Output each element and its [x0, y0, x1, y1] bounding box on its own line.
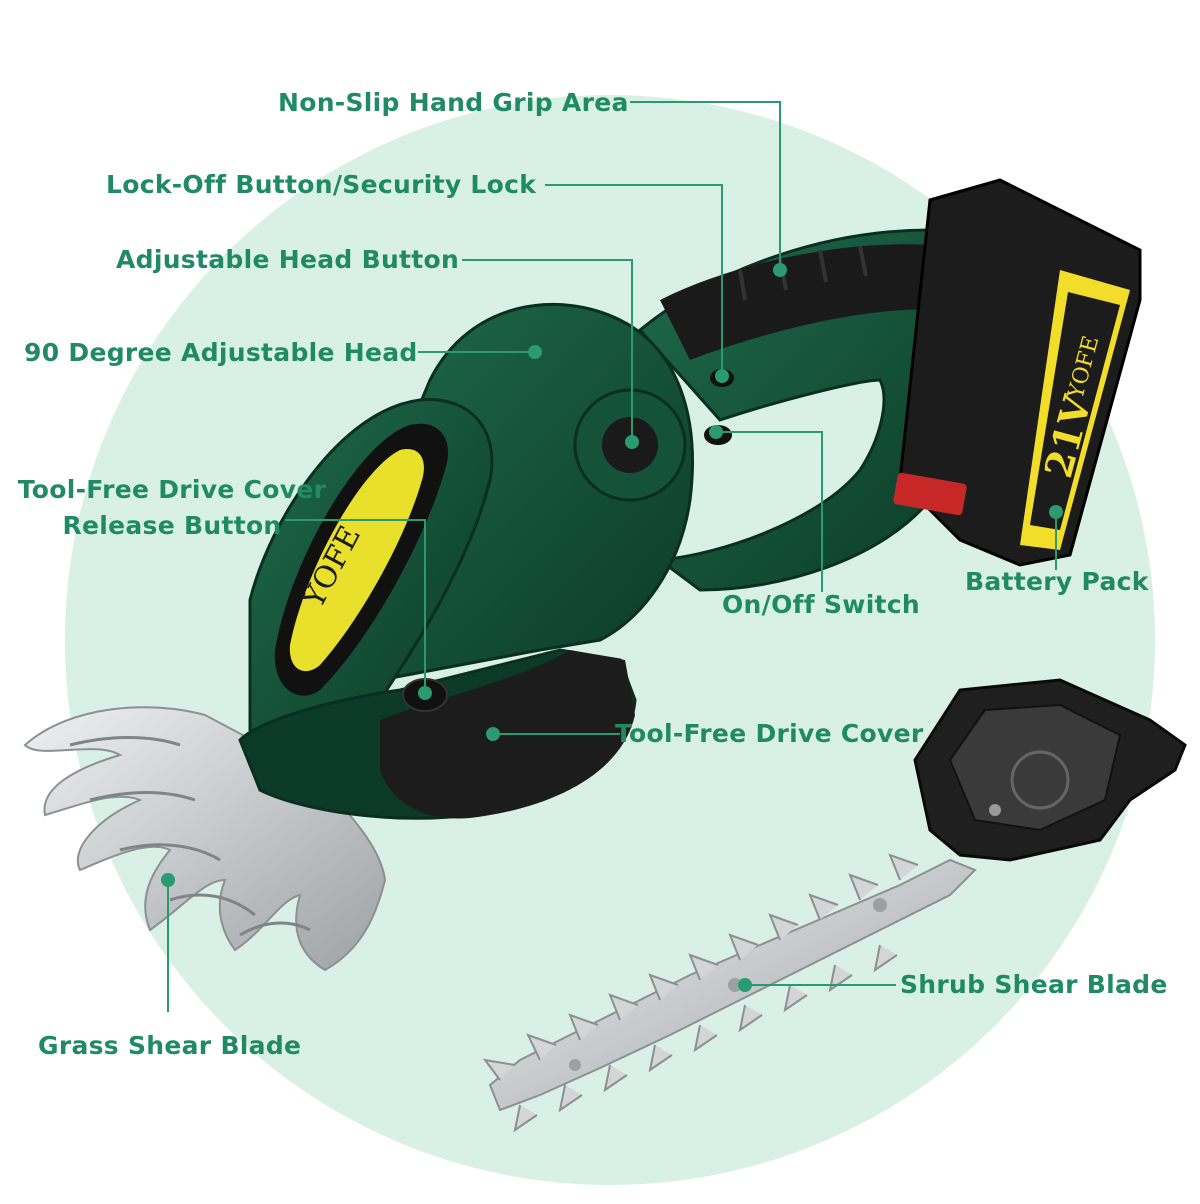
hand-grip	[660, 244, 954, 360]
callout-drive-cover: Tool-Free Drive Cover	[615, 719, 924, 748]
leader-lines	[167, 101, 1057, 1012]
callout-adjustable-head-button: Adjustable Head Button	[116, 245, 460, 274]
callout-adjustable-head: 90 Degree Adjustable Head	[24, 338, 418, 367]
callout-on-off-switch: On/Off Switch	[722, 590, 921, 619]
callout-shrub-blade: Shrub Shear Blade	[900, 970, 1168, 999]
shrub-shear-blade	[482, 678, 1187, 1133]
battery-pack: 21V YOFE	[893, 178, 1142, 567]
leader-dots	[161, 263, 1063, 992]
callout-grip: Non-Slip Hand Grip Area	[278, 88, 629, 117]
shear-tool-body: 21V YOFE YOFE	[238, 178, 1142, 820]
callout-release-button: Tool-Free Drive Cover Release Button	[17, 475, 327, 540]
callout-grass-blade: Grass Shear Blade	[38, 1031, 302, 1060]
callout-battery-pack: Battery Pack	[965, 567, 1149, 596]
callout-lock: Lock-Off Button/Security Lock	[106, 170, 537, 199]
